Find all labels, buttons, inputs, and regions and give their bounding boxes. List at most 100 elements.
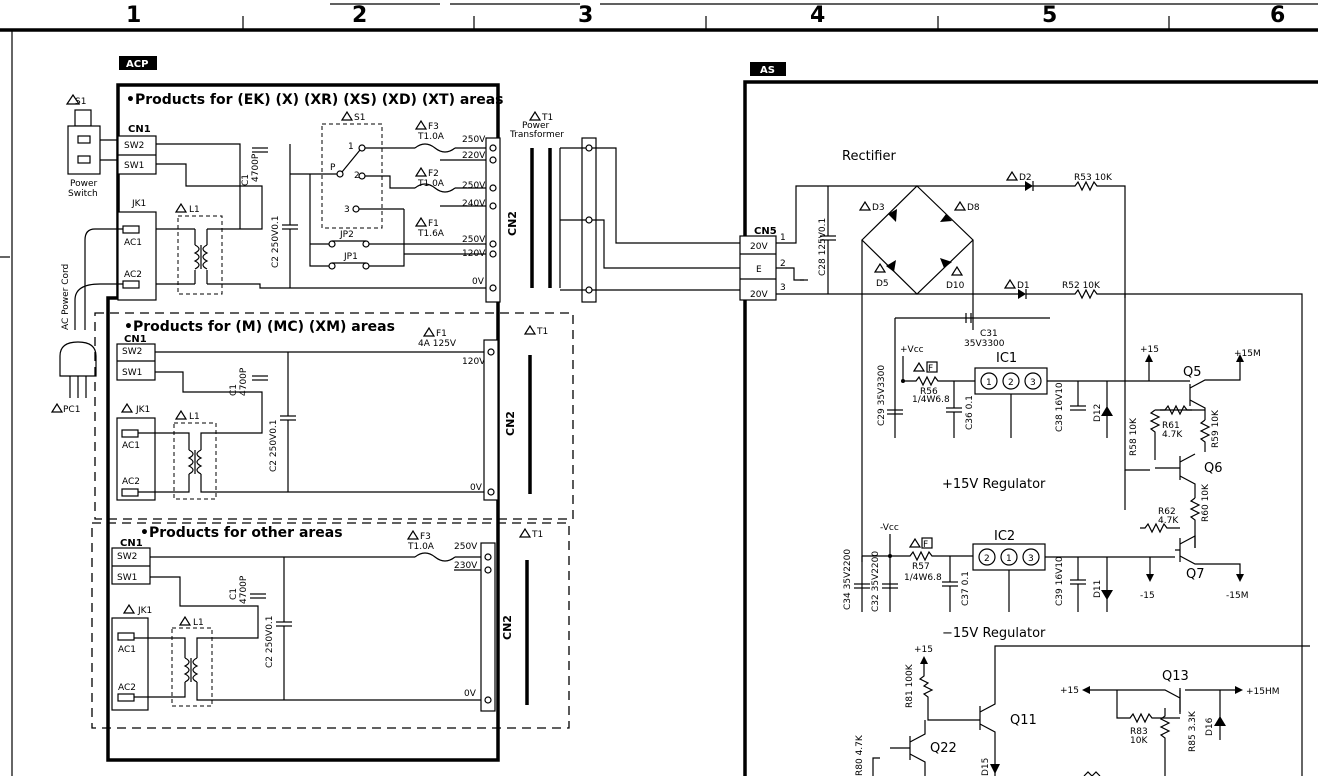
bridge-rectifier bbox=[861, 185, 974, 295]
d11-label: D11 bbox=[1093, 580, 1103, 598]
d15-diode-icon bbox=[990, 764, 1000, 774]
m-f1-value: 4A 125V bbox=[418, 339, 457, 349]
section-m-heading: •Products for (M) (MC) (XM) areas bbox=[124, 319, 395, 335]
ek-c1-val: 4700P bbox=[251, 153, 261, 182]
s1-label: S1 bbox=[354, 113, 365, 123]
tap-240v: 240V bbox=[462, 199, 486, 209]
as-tag: AS bbox=[760, 65, 775, 76]
tap-220v: 220V bbox=[462, 151, 486, 161]
q7-label: Q7 bbox=[1186, 567, 1205, 582]
r61-label: R61 bbox=[1162, 421, 1180, 431]
acp-tag-box bbox=[119, 56, 157, 70]
sw-1: 1 bbox=[348, 142, 354, 152]
c29-label: C29 35V3300 bbox=[877, 365, 887, 426]
c31-label: C31 bbox=[980, 329, 998, 339]
pin-3: 3 bbox=[780, 283, 786, 293]
ic1-label: IC1 bbox=[996, 351, 1017, 366]
cn1-sw1: SW1 bbox=[124, 161, 144, 171]
m-c1-label: C1 bbox=[229, 384, 239, 396]
d8-diode-icon bbox=[940, 214, 952, 222]
o-jk1-ac1: AC1 bbox=[118, 645, 136, 655]
ek-c2-label: C2 250V0.1 bbox=[271, 215, 281, 268]
vcc-pos-label: +Vcc bbox=[900, 345, 924, 355]
d8-label: D8 bbox=[967, 203, 980, 213]
o-c2-label: C2 250V0.1 bbox=[265, 615, 275, 668]
r59-label: R59 10K bbox=[1211, 409, 1221, 448]
plus15m-label: +15M bbox=[1234, 349, 1261, 359]
m-l1-label: L1 bbox=[189, 412, 200, 422]
plus15-b-label: +15 bbox=[914, 645, 933, 655]
t1-label-transformer: Transformer bbox=[509, 130, 564, 140]
m-f1-label: F1 bbox=[436, 329, 447, 339]
section-other-border bbox=[91, 522, 570, 729]
o-f3-value: T1.0A bbox=[407, 542, 435, 552]
as-tag-box bbox=[750, 62, 786, 76]
c34-label: C34 35V2200 bbox=[843, 549, 853, 610]
d10-label: D10 bbox=[946, 281, 965, 291]
f3-fuse-icon bbox=[414, 143, 456, 153]
r57-label: R57 bbox=[912, 562, 930, 572]
f-mark-1: F bbox=[928, 364, 933, 374]
t1-label-power: Power bbox=[522, 121, 550, 131]
power-switch-contact bbox=[77, 135, 91, 144]
m-jk1-ac2: AC2 bbox=[122, 477, 140, 487]
power-switch-label-2: Switch bbox=[68, 189, 98, 199]
d16-diode-icon bbox=[1214, 716, 1226, 726]
c31-value: 35V3300 bbox=[964, 339, 1005, 349]
section-other-heading: •Products for other areas bbox=[140, 525, 343, 541]
pin-1: 1 bbox=[780, 233, 786, 243]
f3-label: F3 bbox=[428, 122, 439, 132]
o-c1-label: C1 bbox=[229, 588, 239, 600]
r62-label: R62 bbox=[1158, 507, 1176, 517]
m-cn1-label: CN1 bbox=[124, 334, 147, 345]
plus15-label: +15 bbox=[1140, 345, 1159, 355]
grid-col-6: 6 bbox=[1270, 3, 1285, 28]
m-jk1-label: JK1 bbox=[135, 405, 150, 415]
r52-label: R52 10K bbox=[1062, 281, 1101, 291]
q22-label: Q22 bbox=[930, 741, 957, 756]
vcc-neg-label: -Vcc bbox=[880, 523, 899, 533]
f1-label: F1 bbox=[428, 219, 439, 229]
grid-col-5: 5 bbox=[1042, 3, 1057, 28]
reg-neg-label: −15V Regulator bbox=[942, 626, 1046, 641]
d3-label: D3 bbox=[872, 203, 885, 213]
o-cn1-label: CN1 bbox=[120, 538, 143, 549]
c36-label: C36 0.1 bbox=[965, 395, 975, 430]
m-cn1-sw2: SW2 bbox=[122, 347, 142, 357]
o-jk1-ac2: AC2 bbox=[118, 683, 136, 693]
jp2-label: JP2 bbox=[339, 230, 354, 240]
jk1-ac1: AC1 bbox=[124, 238, 142, 248]
q6-label: Q6 bbox=[1204, 461, 1223, 476]
m-cn2-label: CN2 bbox=[504, 411, 517, 436]
sw-p: P bbox=[330, 163, 336, 173]
r80-label: R80 4.7K bbox=[855, 734, 865, 776]
o-tap-230v: 230V bbox=[454, 561, 478, 571]
d12-diode-icon bbox=[1101, 406, 1113, 416]
pc1-label: PC1 bbox=[63, 405, 80, 415]
tap-120v: 120V bbox=[462, 249, 486, 259]
d10-diode-icon bbox=[940, 258, 952, 268]
ac-power-cord-label: AC Power Cord bbox=[61, 264, 71, 330]
c28-label: C28 125V0.1 bbox=[818, 218, 828, 276]
o-c1-val: 4700P bbox=[239, 575, 249, 604]
section-m: •Products for (M) (MC) (XM) areas CN1 SW… bbox=[94, 312, 574, 520]
o-l1-coil-icon bbox=[183, 657, 190, 683]
grid-ruler: 1 2 3 4 5 6 bbox=[0, 3, 1318, 776]
q13-label: Q13 bbox=[1162, 669, 1189, 684]
m-l1-coil-icon bbox=[187, 449, 194, 475]
f1-value: T1.6A bbox=[417, 229, 445, 239]
d16-label: D16 bbox=[1205, 717, 1215, 736]
r60-label: R60 10K bbox=[1201, 483, 1211, 522]
ic2-pin-1: 1 bbox=[1006, 554, 1012, 564]
sw-2: 2 bbox=[354, 171, 360, 181]
power-switch-knob bbox=[74, 109, 92, 127]
as-board-outline bbox=[743, 80, 1318, 776]
f-mark-2: F bbox=[923, 540, 928, 550]
tap-250v-b: 250V bbox=[462, 181, 486, 191]
d1-diode-icon bbox=[1018, 289, 1026, 299]
c39-label: C39 16V10 bbox=[1055, 556, 1065, 606]
r83-label: R83 bbox=[1130, 727, 1148, 737]
grid-col-1: 1 bbox=[126, 3, 141, 28]
r81-label: R81 100K bbox=[905, 663, 915, 708]
